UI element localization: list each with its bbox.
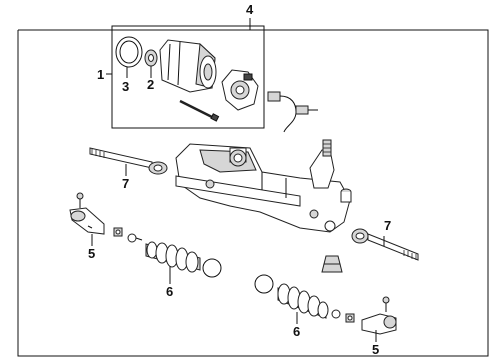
rack-housing <box>175 139 351 233</box>
clamp-left <box>127 233 143 243</box>
electric-motor <box>159 39 217 93</box>
control-module <box>221 69 259 111</box>
clamp-right <box>331 309 341 319</box>
callout-5-right: 5 <box>372 342 379 357</box>
callout-6-right: 6 <box>293 324 300 339</box>
callout-5-left: 5 <box>88 246 95 261</box>
leader-lines <box>91 164 385 342</box>
callout-3: 3 <box>122 79 129 94</box>
rack-bumper <box>321 255 343 273</box>
bushing <box>144 49 158 78</box>
pinion-dust-cap <box>340 188 352 203</box>
boot-left <box>145 241 201 273</box>
callout-7-left: 7 <box>122 176 129 191</box>
boot-clamp-left <box>202 258 222 278</box>
callout-1: 1 <box>97 67 104 82</box>
boot-right <box>277 283 329 319</box>
jam-nut-left <box>113 227 123 237</box>
callout-7-right: 7 <box>384 218 391 233</box>
callout-4: 4 <box>246 2 254 17</box>
boot-clamp-right <box>254 274 274 294</box>
inner-tie-rod-left <box>89 147 168 175</box>
wire-harness <box>267 91 318 133</box>
outer-tie-rod-end-right <box>361 296 397 335</box>
callout-2: 2 <box>147 77 154 92</box>
o-ring <box>115 36 143 78</box>
motor-bolt <box>179 99 220 122</box>
callout-6-left: 6 <box>166 284 173 299</box>
motor-subassembly-box <box>106 25 265 129</box>
outer-tie-rod-end-left <box>69 192 105 235</box>
inner-tie-rod-right <box>351 228 419 261</box>
assembly-4-bracket <box>17 18 489 357</box>
jam-nut-right <box>345 313 355 323</box>
